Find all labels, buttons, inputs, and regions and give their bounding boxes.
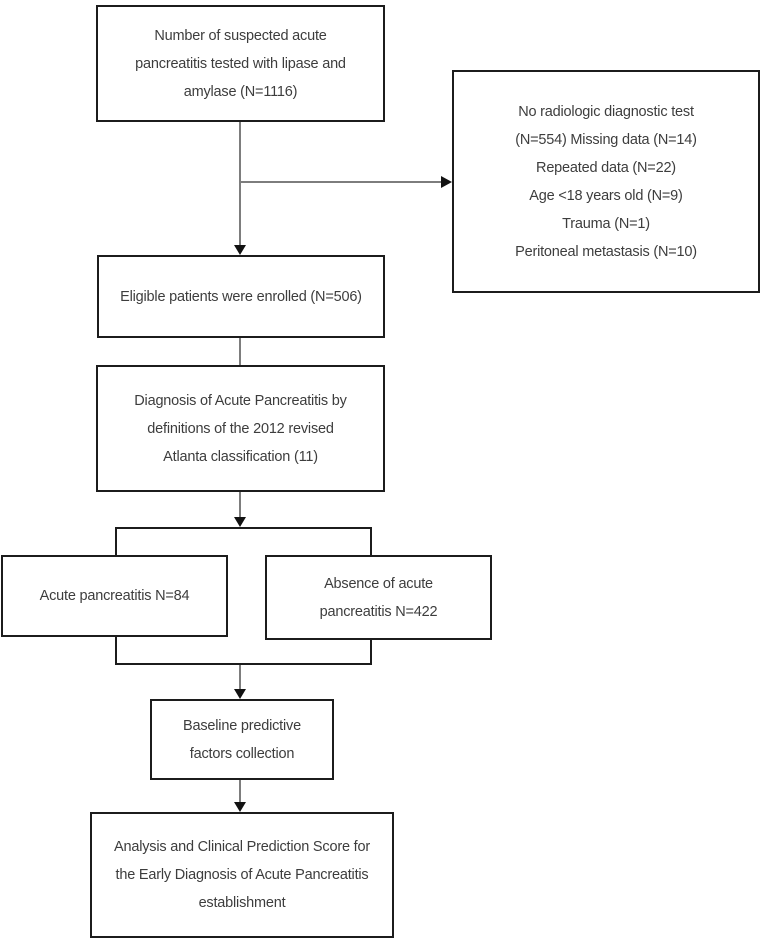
box-text-line: factors collection [189, 745, 295, 762]
flow-box-baseline-factors: Baseline predictive factors collection [150, 699, 334, 780]
connector-suspected-to-eligible [239, 122, 241, 247]
connector-branch-to-exclusions [240, 181, 442, 183]
arrowhead-down-icon [234, 245, 246, 255]
connector-eligible-to-diagnosis [239, 338, 241, 365]
box-text-line: Number of suspected acute [154, 27, 327, 44]
box-text-line: amylase (N=1116) [183, 83, 298, 100]
flow-box-acute-pancreatitis: Acute pancreatitis N=84 [1, 555, 228, 637]
box-text-line: definitions of the 2012 revised [147, 420, 334, 437]
box-text-line: Diagnosis of Acute Pancreatitis by [134, 392, 347, 409]
box-text-line: Age <18 years old (N=9) [529, 187, 683, 204]
box-text-line: Trauma (N=1) [562, 215, 650, 232]
flow-box-suspected-patients: Number of suspected acute pancreatitis t… [96, 5, 385, 122]
box-text-line: Repeated data (N=22) [536, 159, 676, 176]
flow-box-eligible-patients: Eligible patients were enrolled (N=506) [97, 255, 385, 338]
connector-baseline-to-analysis [239, 780, 241, 804]
arrowhead-right-icon [441, 176, 452, 188]
flow-box-diagnosis-criteria: Diagnosis of Acute Pancreatitis by defin… [96, 365, 385, 492]
arrowhead-down-icon [234, 517, 246, 527]
arrowhead-down-icon [234, 689, 246, 699]
box-text-line: establishment [198, 895, 286, 911]
box-text-line: Atlanta classification (11) [163, 448, 318, 465]
box-text-line: Absence of acute [324, 575, 433, 592]
box-text-line: Eligible patients were enrolled (N=506) [120, 288, 362, 305]
box-text-line: No radiologic diagnostic test [518, 103, 694, 120]
connector-diagnosis-to-split [239, 492, 241, 519]
box-text-line: Acute pancreatitis N=84 [39, 588, 190, 604]
arrowhead-down-icon [234, 802, 246, 812]
box-text-line: Peritoneal metastasis (N=10) [515, 243, 697, 260]
connector-split-to-baseline [239, 665, 241, 691]
box-text-line: pancreatitis tested with lipase and [135, 55, 346, 72]
box-text-line: Analysis and Clinical Prediction Score f… [114, 839, 370, 855]
flow-box-absence-pancreatitis: Absence of acute pancreatitis N=422 [265, 555, 492, 640]
flow-box-analysis-score: Analysis and Clinical Prediction Score f… [90, 812, 394, 938]
box-text-line: pancreatitis N=422 [319, 603, 438, 620]
box-text-line: (N=554) Missing data (N=14) [515, 131, 697, 148]
box-text-line: the Early Diagnosis of Acute Pancreatiti… [115, 867, 369, 883]
flow-box-exclusions: No radiologic diagnostic test (N=554) Mi… [452, 70, 760, 293]
box-text-line: Baseline predictive [183, 717, 301, 734]
